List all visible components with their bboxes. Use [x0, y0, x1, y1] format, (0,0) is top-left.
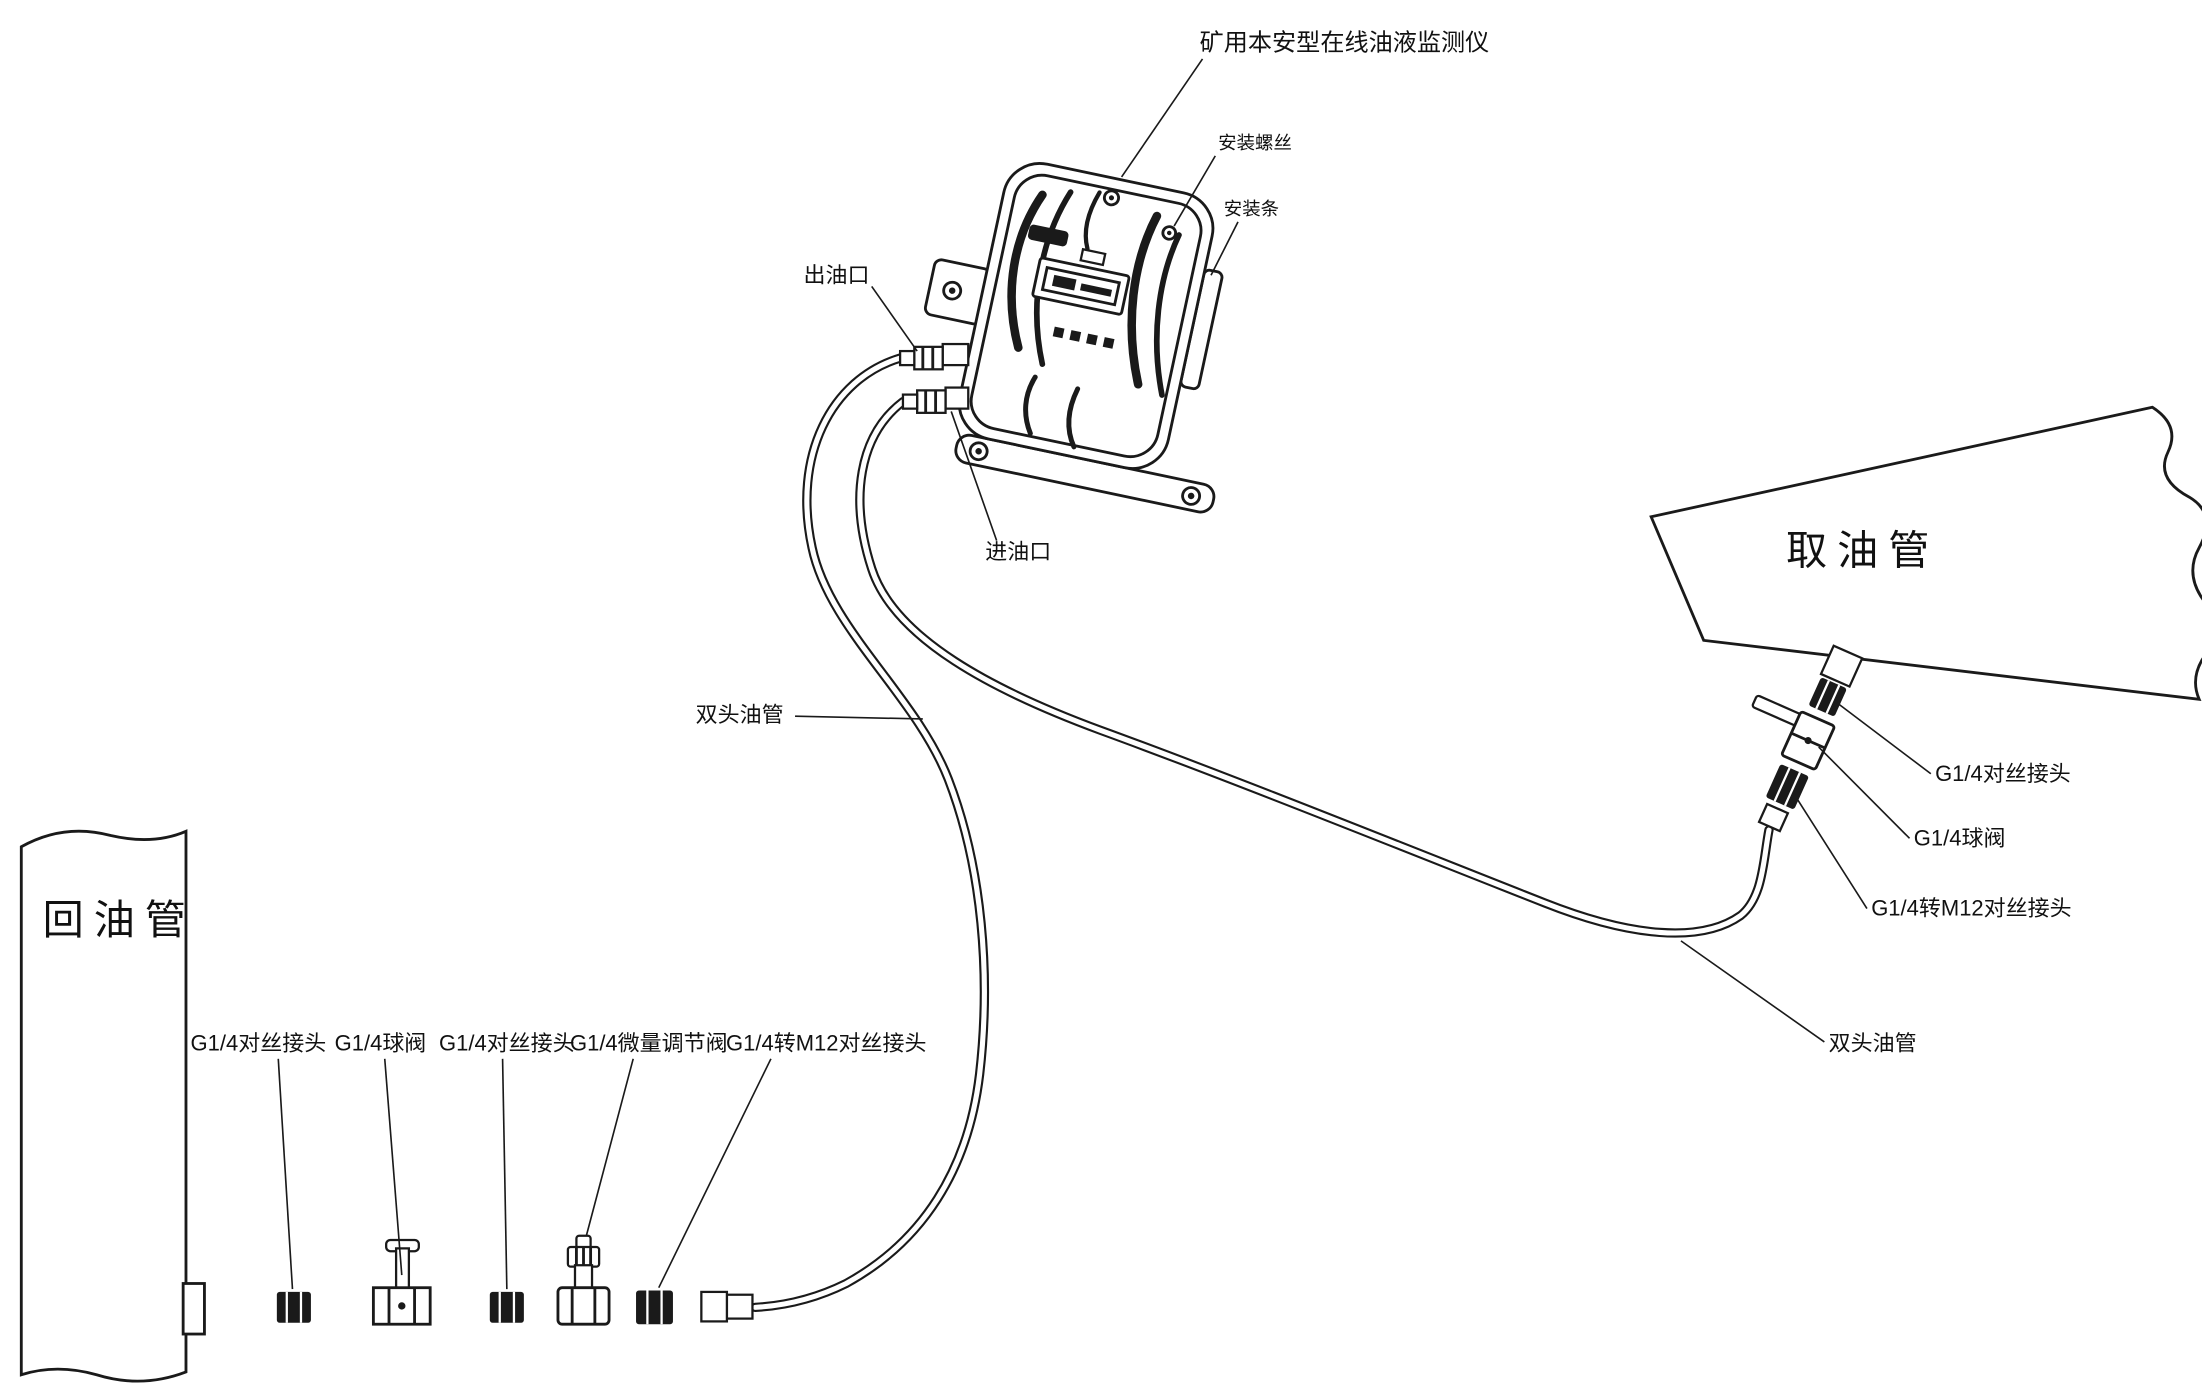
bottom-ball-valve [371, 1238, 432, 1326]
double-tube-right-label: 双头油管 [1829, 1030, 1917, 1055]
right-connector [1809, 678, 1847, 716]
bottom-ball-valve-label: G1/4球阀 [335, 1030, 427, 1055]
oil-outlet-port [898, 342, 970, 371]
tube-end-connector [700, 1290, 754, 1323]
device-screws [1102, 189, 1178, 241]
bottom-micro-valve [556, 1234, 611, 1326]
tube-nut [1757, 802, 1790, 833]
right-fitting-stack [1751, 644, 1864, 833]
bottom-connector1-label: G1/4对丝接头 [191, 1030, 327, 1055]
device-logo [1027, 224, 1069, 247]
return-pipe-label: 回油管 [43, 897, 196, 943]
device-title-label: 矿用本安型在线油液监测仪 [1200, 30, 1490, 57]
labels: 矿用本安型在线油液监测仪 安装螺丝 安装条 出油口 进油口 双头油管 G1/4对… [191, 30, 2072, 1056]
leader-lines [277, 58, 1932, 1290]
mounting-screw-label: 安装螺丝 [1218, 132, 1292, 153]
mounting-bar-label: 安装条 [1224, 198, 1279, 219]
right-m12-connector [1766, 764, 1809, 809]
double-tube-left-label: 双头油管 [696, 702, 784, 727]
return-pipe-port-notch [181, 1282, 206, 1336]
oil-inlet-port [901, 386, 970, 414]
oil-tube-outlet [750, 353, 990, 1312]
device-decor-claws [1007, 189, 1182, 450]
right-connector-label: G1/4对丝接头 [1935, 761, 2071, 786]
device-indicators [1052, 326, 1115, 349]
right-m12-connector-label: G1/4转M12对丝接头 [1871, 896, 2071, 921]
bottom-micro-valve-label: G1/4微量调节阀 [570, 1030, 728, 1055]
bottom-m12-connector-label: G1/4转M12对丝接头 [726, 1030, 926, 1055]
right-ball-valve [1751, 694, 1836, 771]
bottom-fitting-connector1 [276, 1291, 311, 1323]
device-nameplate [1031, 247, 1131, 316]
oil-inlet-label: 进油口 [985, 539, 1051, 564]
right-ball-valve-label: G1/4球阀 [1914, 825, 2006, 850]
oil-outlet-label: 出油口 [804, 262, 870, 287]
return-pipe: 回油管 [19, 829, 206, 1383]
oil-tube-inlet [855, 396, 1774, 938]
bottom-m12-connector [636, 1290, 673, 1325]
pipe-stub [1819, 644, 1864, 689]
monitor-device [923, 162, 1224, 514]
intake-pipe: 取油管 [1649, 405, 2202, 702]
mounting-bar [923, 258, 1224, 514]
bottom-fitting-connector2 [489, 1291, 524, 1323]
intake-pipe-label: 取油管 [1786, 528, 1939, 574]
bottom-connector2-label: G1/4对丝接头 [439, 1030, 575, 1055]
